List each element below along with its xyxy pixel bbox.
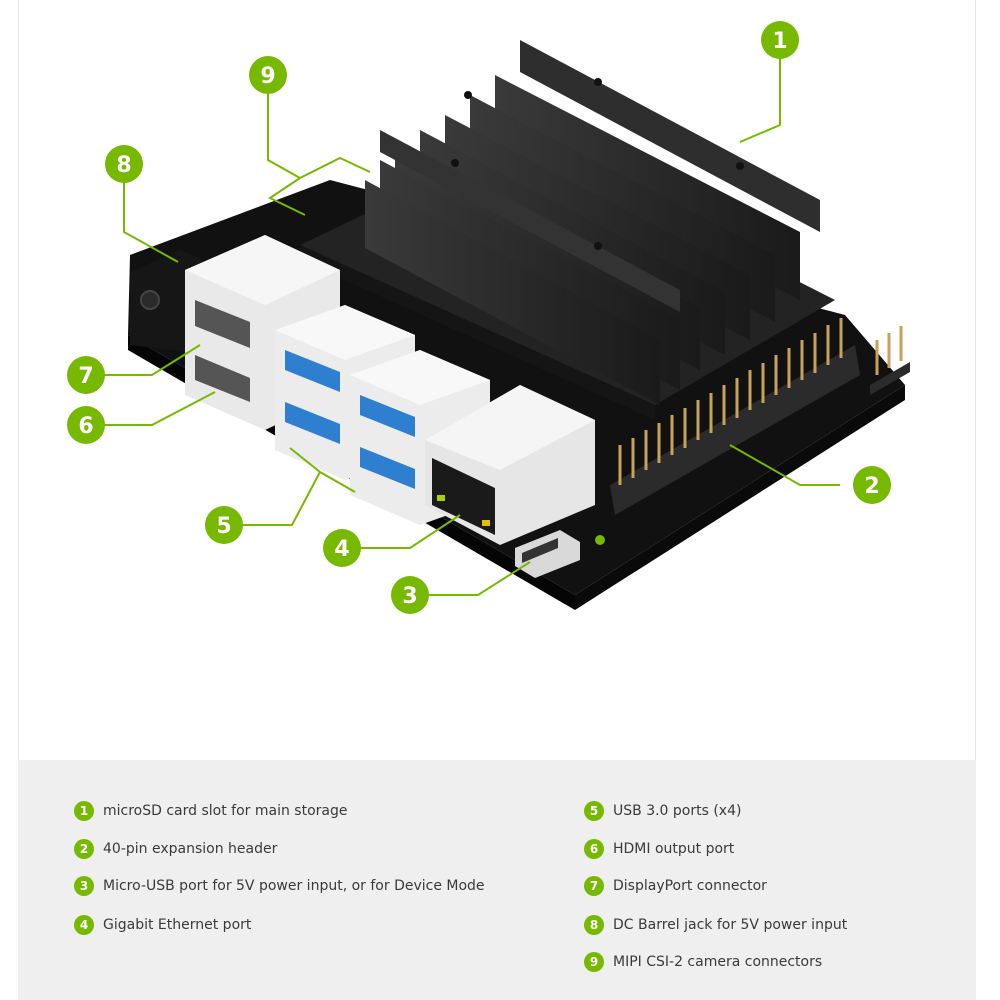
legend-label: USB 3.0 ports (x4) <box>613 803 742 819</box>
svg-text:9: 9 <box>260 64 275 89</box>
callout-badge-8: 8 <box>105 145 143 183</box>
numbered-circle-icon: 9 <box>584 952 604 972</box>
svg-text:1: 1 <box>772 29 787 54</box>
callout-badge-1: 1 <box>761 21 799 59</box>
numbered-circle-icon: 6 <box>584 839 604 859</box>
callout-badge-5: 5 <box>205 506 243 544</box>
legend-label: HDMI output port <box>613 841 735 857</box>
leader-lines <box>104 58 840 596</box>
legend-label: 40-pin expansion header <box>103 841 278 857</box>
legend-label: MIPI CSI-2 camera connectors <box>613 954 823 970</box>
numbered-circle-icon: 2 <box>74 839 94 859</box>
legend-label: Micro-USB port for 5V power input, or fo… <box>103 878 485 894</box>
svg-text:5: 5 <box>216 514 231 539</box>
svg-text:6: 6 <box>78 414 93 439</box>
legend-item-5: 5 USB 3.0 ports (x4) <box>584 800 741 822</box>
callout-badge-9: 9 <box>249 56 287 94</box>
legend-label: microSD card slot for main storage <box>103 803 348 819</box>
legend-label: Gigabit Ethernet port <box>103 917 252 933</box>
legend-item-1: 1 microSD card slot for main storage <box>74 800 347 822</box>
svg-text:3: 3 <box>402 584 417 609</box>
heatsink <box>300 40 835 420</box>
numbered-circle-icon: 1 <box>74 801 94 821</box>
numbered-circle-icon: 4 <box>74 915 94 935</box>
callout-badge-3: 3 <box>391 576 429 614</box>
legend-item-4: 4 Gigabit Ethernet port <box>74 914 251 936</box>
numbered-circle-icon: 7 <box>584 876 604 896</box>
legend-label: DC Barrel jack for 5V power input <box>613 917 848 933</box>
svg-text:7: 7 <box>78 364 93 389</box>
heatsink-fins <box>365 40 820 405</box>
svg-text:4: 4 <box>334 537 349 562</box>
micro-usb-port <box>515 530 605 578</box>
numbered-circle-icon: 8 <box>584 915 604 935</box>
legend-item-6: 6 HDMI output port <box>584 838 734 860</box>
gpio-header <box>610 318 910 515</box>
legend-item-8: 8 DC Barrel jack for 5V power input <box>584 914 847 936</box>
numbered-circle-icon: 3 <box>74 876 94 896</box>
numbered-circle-icon: 5 <box>584 801 604 821</box>
legend-item-2: 2 40-pin expansion header <box>74 838 277 860</box>
ethernet-port <box>425 385 595 545</box>
callout-badge-4: 4 <box>323 529 361 567</box>
legend-item-9: 9 MIPI CSI-2 camera connectors <box>584 951 822 973</box>
callout-badges: 1 2 3 4 5 6 7 8 9 <box>67 21 891 614</box>
legend-panel: 1 microSD card slot for main storage 2 4… <box>18 760 976 1000</box>
callout-badge-2: 2 <box>853 466 891 504</box>
svg-text:8: 8 <box>116 153 131 178</box>
callout-badge-7: 7 <box>67 356 105 394</box>
legend-label: DisplayPort connector <box>613 878 767 894</box>
legend-item-3: 3 Micro-USB port for 5V power input, or … <box>74 875 485 897</box>
callout-badge-6: 6 <box>67 406 105 444</box>
legend-item-7: 7 DisplayPort connector <box>584 875 767 897</box>
svg-text:2: 2 <box>864 474 879 499</box>
board-diagram: 1 2 3 4 5 6 7 8 9 <box>67 21 910 614</box>
